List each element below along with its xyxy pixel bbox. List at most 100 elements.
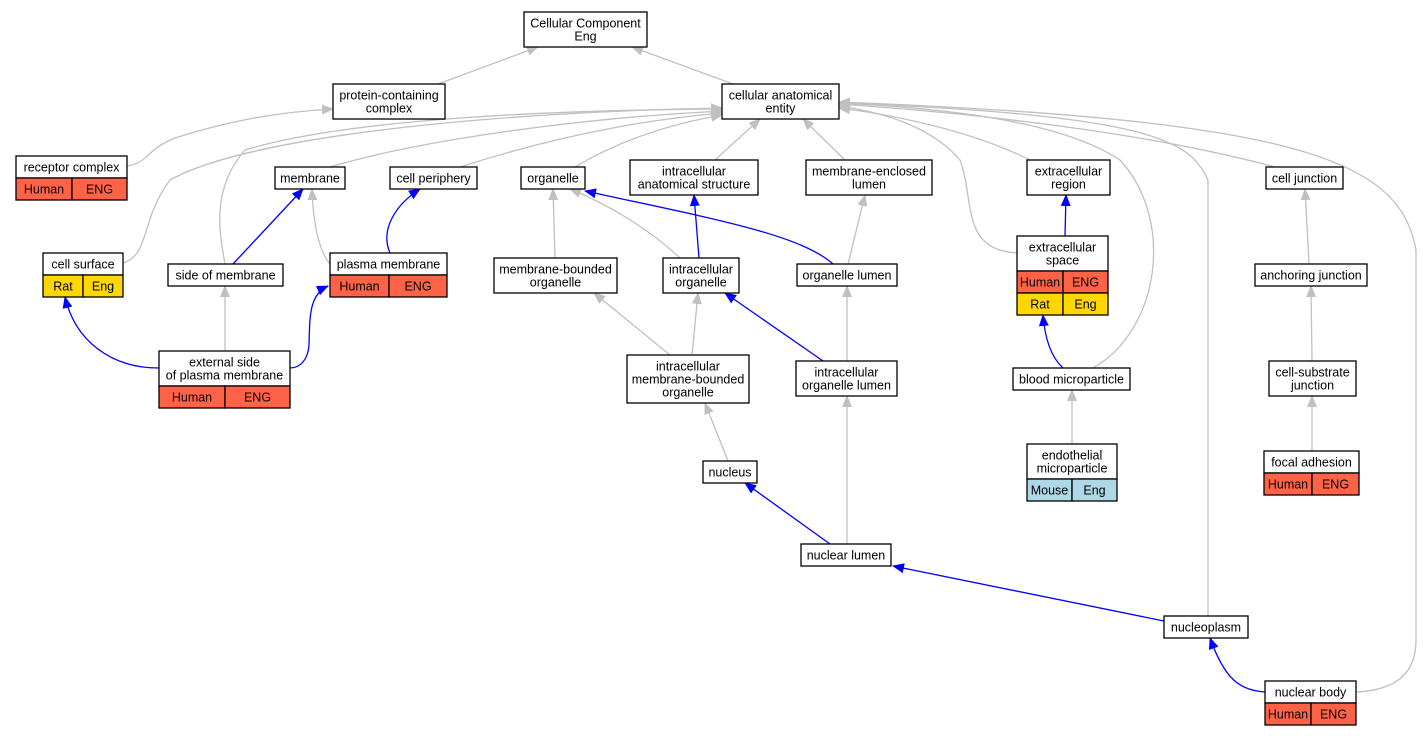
term-label-line: nuclear lumen xyxy=(807,549,886,563)
edge-som-cae xyxy=(219,104,723,265)
term-label-line: complex xyxy=(366,102,413,116)
term-label-line: organelle xyxy=(662,386,713,400)
term-label-line: of plasma membrane xyxy=(166,369,283,383)
edge-io-ias xyxy=(689,194,700,259)
edge-espm-pm xyxy=(289,285,329,369)
term-box xyxy=(629,159,759,196)
term-label-line: anchoring junction xyxy=(1260,269,1362,283)
term-label-line: intracellular xyxy=(662,165,726,179)
term-label-line: protein-containing xyxy=(339,89,438,103)
term-box xyxy=(520,166,586,190)
term-node-mem[interactable]: membrane xyxy=(274,166,346,190)
term-box xyxy=(1163,615,1249,639)
term-label-line: membrane-bounded xyxy=(499,263,612,277)
annotation-badge-label: ENG xyxy=(244,391,271,405)
term-box xyxy=(721,83,840,120)
annotation-badge-human xyxy=(224,385,291,409)
term-node-nuc[interactable]: nucleus xyxy=(702,460,758,484)
term-box xyxy=(389,166,478,190)
term-node-cj[interactable]: cell junction xyxy=(1265,166,1344,190)
term-label-line: nucleus xyxy=(708,466,751,480)
annotation-badge-mouse xyxy=(1071,478,1118,502)
term-node-cp[interactable]: cell periphery xyxy=(389,166,478,190)
node-layer: Cellular ComponentEngprotein-containingc… xyxy=(15,11,1368,726)
term-box xyxy=(1265,166,1344,190)
term-box xyxy=(1026,443,1118,480)
term-label-line: cell periphery xyxy=(396,172,471,186)
term-box xyxy=(800,543,892,567)
edge-mem-cae xyxy=(329,106,723,168)
term-label-line: organelle lumen xyxy=(802,379,891,393)
annotation-badge-rat xyxy=(1062,292,1109,316)
term-node-bm[interactable]: blood microparticle xyxy=(1012,367,1131,391)
term-label-line: Cellular Component xyxy=(530,17,641,31)
term-label-line: cell surface xyxy=(51,258,114,272)
term-box xyxy=(1012,367,1131,391)
edge-cs-cae xyxy=(122,103,723,264)
annotation-badge-label: Eng xyxy=(1083,484,1105,498)
term-label-line: membrane-bounded xyxy=(632,373,745,387)
edge-pcc-cc xyxy=(437,46,539,85)
term-label-line: receptor complex xyxy=(24,161,121,175)
edge-cae-cc xyxy=(631,46,734,85)
edge-es-er xyxy=(1060,194,1071,237)
edge-mel-cae xyxy=(802,118,846,161)
term-label-line: extracellular xyxy=(1035,165,1102,179)
term-label-line: junction xyxy=(1290,379,1334,393)
edge-nl-nuc xyxy=(744,482,831,545)
term-label-line: organelle xyxy=(530,276,581,290)
term-node-aj[interactable]: anchoring junction xyxy=(1254,263,1368,287)
term-label-line: cell-substrate xyxy=(1275,366,1349,380)
term-label-line: intracellular xyxy=(656,360,720,374)
edge-aj-cj xyxy=(1300,188,1311,265)
edge-csj-aj xyxy=(1306,285,1317,362)
edge-org-cae xyxy=(574,111,723,168)
annotation-badge-label: Human xyxy=(172,391,212,405)
edge-ol-org xyxy=(584,188,834,265)
edge-espm-cs xyxy=(62,296,160,369)
edge-cj-cae xyxy=(838,99,1276,168)
term-box xyxy=(1254,263,1368,287)
edge-imbo-mbo xyxy=(593,292,671,356)
term-node-ol[interactable]: organelle lumen xyxy=(796,263,898,287)
term-node-nl[interactable]: nuclear lumen xyxy=(800,543,892,567)
term-node-np[interactable]: nucleoplasm xyxy=(1163,615,1249,639)
term-label-line: focal adhesion xyxy=(1271,456,1352,470)
edge-ol-mel xyxy=(847,194,868,265)
edge-es-cae xyxy=(838,102,1018,254)
edge-mbo-org xyxy=(548,188,559,259)
annotation-badge-label: ENG xyxy=(404,280,431,294)
term-box xyxy=(1026,159,1111,196)
term-node-org[interactable]: organelle xyxy=(520,166,586,190)
annotation-badge-rat xyxy=(82,274,124,298)
term-box xyxy=(702,460,758,484)
annotation-badge-label: ENG xyxy=(1072,276,1099,290)
annotation-badge-label: Eng xyxy=(92,280,114,294)
term-label-line: entity xyxy=(766,102,797,116)
term-label-line: microparticle xyxy=(1037,462,1108,476)
term-label-line: endothelial xyxy=(1042,449,1102,463)
term-label-line: Eng xyxy=(574,30,596,44)
term-node-som[interactable]: side of membrane xyxy=(167,263,284,287)
term-label-line: nuclear body xyxy=(1275,686,1347,700)
term-box xyxy=(493,257,618,294)
